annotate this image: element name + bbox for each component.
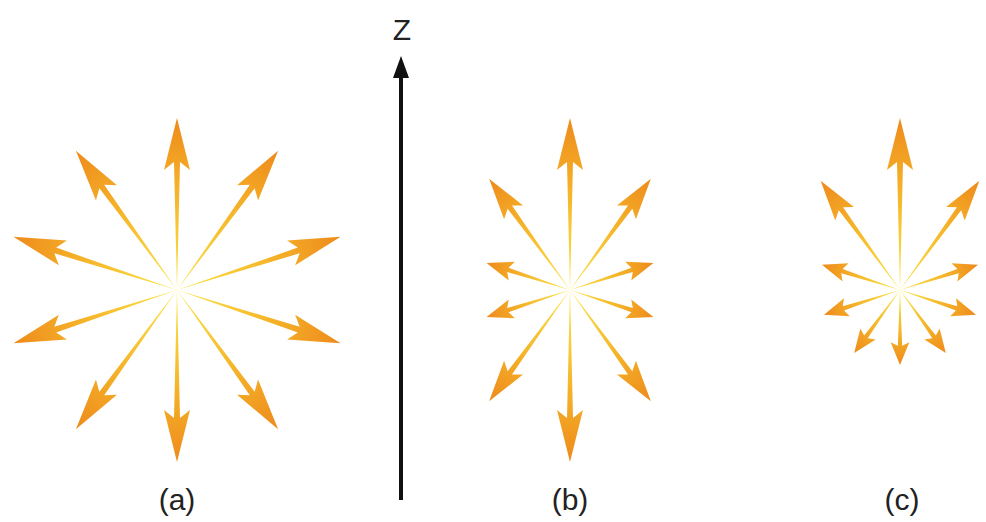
symmetric-burst — [480, 118, 661, 462]
panel-label: (c) — [885, 485, 920, 515]
panel-label: (a) — [159, 485, 196, 515]
isotropic-burst — [9, 118, 344, 462]
panel-label: (b) — [552, 485, 589, 515]
axis-arrow — [393, 56, 409, 500]
axis-label: Z — [393, 15, 411, 45]
asymmetric-burst — [811, 118, 986, 365]
